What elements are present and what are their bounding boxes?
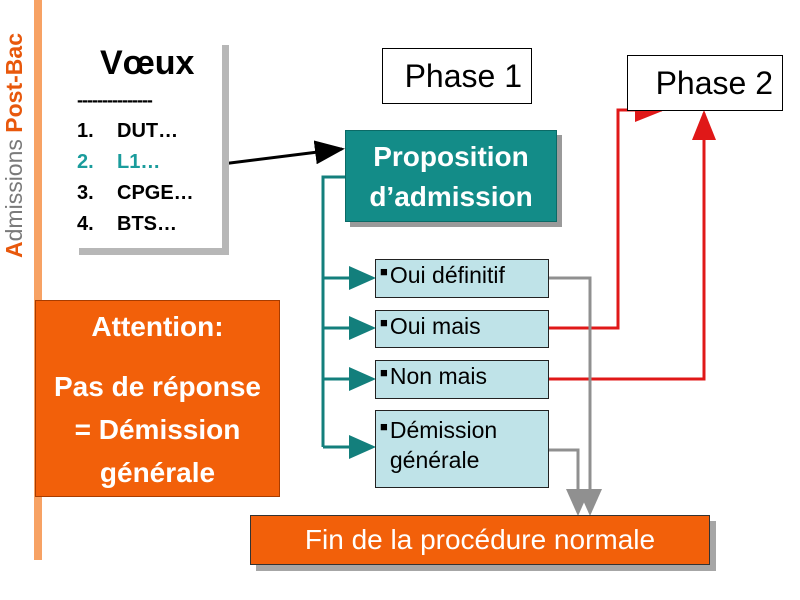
option-label: Oui définitif xyxy=(389,262,505,288)
attention-line1: Pas de réponse xyxy=(54,371,261,402)
option-label-line2: générale xyxy=(389,447,480,473)
voeux-item-label: L1… xyxy=(117,151,161,173)
non-mais-to-phase2-arrow xyxy=(549,110,716,381)
voeux-box: Vœux --------------- 1. DUT… 2. L1… 3. CPGE… xyxy=(72,38,222,248)
option-label-line1: Démission xyxy=(389,417,498,443)
option-demission-generale: ■ Démission générale xyxy=(375,410,549,488)
bullet-icon: ■ xyxy=(380,315,388,330)
bullet-icon: ■ xyxy=(380,419,388,434)
proposition-box: Proposition d’admission xyxy=(345,130,557,222)
oui-definitif-to-fin-arrow xyxy=(549,276,602,516)
voeux-item-highlighted: 2. L1… xyxy=(77,147,194,178)
voeux-item-number: 1. xyxy=(77,120,94,142)
demission-to-fin-arrow xyxy=(549,448,590,516)
bullet-icon: ■ xyxy=(380,365,388,380)
option-oui-definitif: ■ Oui définitif xyxy=(375,259,549,298)
voeux-item: 3. CPGE… xyxy=(77,178,194,209)
voeux-item: 4. BTS… xyxy=(77,209,194,240)
option-oui-mais: ■ Oui mais xyxy=(375,310,549,348)
voeux-item-number: 4. xyxy=(77,213,94,235)
proposition-branch-trunk xyxy=(321,175,345,447)
bullet-icon: ■ xyxy=(380,264,388,279)
option-label: Non mais xyxy=(389,363,488,389)
voeux-divider: --------------- xyxy=(77,90,153,110)
orange-divider-bar xyxy=(34,0,42,560)
voeux-item-label: CPGE… xyxy=(117,182,194,204)
voeux-item: 1. DUT… xyxy=(77,116,194,147)
attention-body: Pas de réponse = Démission générale xyxy=(36,365,279,494)
voeux-to-proposition-arrow xyxy=(205,140,345,168)
fin-procedure-box: Fin de la procédure normale xyxy=(250,515,710,565)
voeux-item-label: DUT… xyxy=(117,120,179,142)
proposition-line1: Proposition xyxy=(373,141,529,172)
oui-mais-to-phase2-arrow xyxy=(549,98,665,330)
voeux-list: 1. DUT… 2. L1… 3. CPGE… 4. BTS… xyxy=(77,116,194,240)
voeux-item-label: BTS… xyxy=(117,213,177,235)
voeux-item-number: 2. xyxy=(77,151,94,173)
attention-line2: = Démission xyxy=(74,414,241,445)
option-label: Démission générale xyxy=(390,415,497,487)
option-label: Oui mais xyxy=(389,313,481,339)
phase2-box: Phase 2 xyxy=(627,55,783,111)
proposition-line2: d’admission xyxy=(369,181,533,212)
voeux-item-number: 3. xyxy=(77,182,94,204)
phase1-box: Phase 1 xyxy=(382,48,532,104)
attention-line3: générale xyxy=(99,457,216,488)
voeux-title: Vœux xyxy=(100,44,195,82)
attention-box: Attention: Pas de réponse = Démission gé… xyxy=(35,300,280,497)
option-non-mais: ■ Non mais xyxy=(375,360,549,399)
attention-title: Attention: xyxy=(91,311,224,342)
